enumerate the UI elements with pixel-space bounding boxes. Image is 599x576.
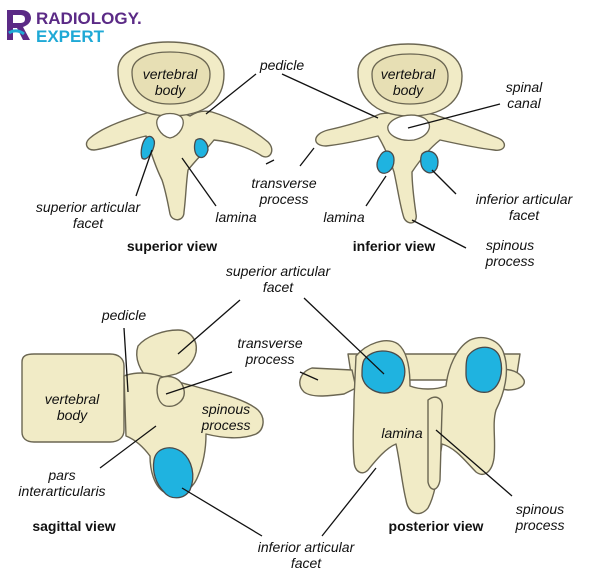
bottom-inf-facet-label-2: facet <box>291 555 322 571</box>
sagittal-view-vertebra <box>21 329 264 499</box>
bottom-inf-facet-label-1: inferior articular <box>258 539 356 555</box>
brand-line1: RADIOLOGY. <box>36 9 142 28</box>
spinous-label-1: spinous <box>486 237 534 253</box>
inferior-facet-left <box>376 150 395 174</box>
posterior-facet-right <box>465 346 503 393</box>
superior-body-label-1: vertebral <box>143 66 198 82</box>
brand-logo: RADIOLOGY. EXPERT <box>7 9 142 46</box>
spinous-label-2: process <box>484 253 534 269</box>
inferior-view-title: inferior view <box>353 238 436 254</box>
superior-facet-label-2: facet <box>73 215 104 231</box>
sagittal-pedicle-label: pedicle <box>101 307 147 323</box>
sagittal-body-label-1: vertebral <box>45 391 100 407</box>
brand-line2: EXPERT <box>36 27 105 46</box>
sagittal-transverse-label-1: transverse <box>237 335 303 351</box>
transverse-label-2: process <box>258 191 308 207</box>
leader-lines <box>99 73 513 537</box>
posterior-lamina-label: lamina <box>381 425 422 441</box>
inferior-lamina-label: lamina <box>323 209 364 225</box>
superior-view-title: superior view <box>127 238 217 254</box>
superior-facet-right <box>193 138 209 159</box>
posterior-view-vertebra <box>299 336 525 515</box>
spinal-canal-label-1: spinal <box>506 79 543 95</box>
sagittal-view-title: sagittal view <box>32 518 115 534</box>
inferior-body-label-2: body <box>393 82 424 98</box>
posterior-spinous-label-1: spinous <box>516 501 564 517</box>
superior-view-vertebra <box>85 41 273 221</box>
bottom-sup-facet-label-1: superior articular <box>226 263 332 279</box>
inferior-facet-label-1: inferior articular <box>476 191 574 207</box>
bottom-sup-facet-label-2: facet <box>263 279 294 295</box>
superior-facet-left <box>140 135 156 160</box>
inferior-body-label-1: vertebral <box>381 66 436 82</box>
superior-lamina-label: lamina <box>215 209 256 225</box>
pars-label-2: interarticularis <box>18 483 105 499</box>
superior-body-label-2: body <box>155 82 186 98</box>
inferior-facet-right <box>420 150 439 174</box>
pedicle-label-top: pedicle <box>259 57 305 73</box>
posterior-facet-left <box>361 350 406 394</box>
inferior-view-vertebra <box>315 43 505 224</box>
sagittal-inferior-facet <box>152 447 194 499</box>
inferior-facet-label-2: facet <box>509 207 540 223</box>
sagittal-transverse-label-2: process <box>244 351 294 367</box>
pars-label-1: pars <box>47 467 75 483</box>
posterior-view-title: posterior view <box>389 518 484 534</box>
brand-r-icon <box>7 10 31 40</box>
posterior-spinous-label-2: process <box>514 517 564 533</box>
sagittal-spinous-label-2: process <box>200 417 250 433</box>
spinal-canal-label-2: canal <box>507 95 541 111</box>
sagittal-body-label-2: body <box>57 407 88 423</box>
superior-facet-label-1: superior articular <box>36 199 142 215</box>
transverse-label-1: transverse <box>251 175 317 191</box>
sagittal-spinous-label-1: spinous <box>202 401 250 417</box>
